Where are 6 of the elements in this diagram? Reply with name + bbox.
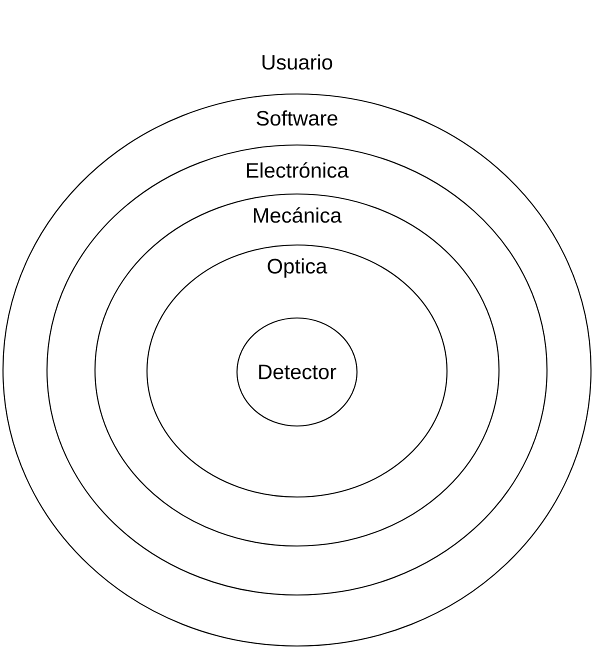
ring-label: Electrónica	[246, 162, 349, 178]
outer-label: Usuario	[262, 54, 332, 70]
ring-label: Detector	[259, 364, 336, 380]
ring-label: Software	[256, 110, 338, 126]
ring-label: Optica	[268, 258, 328, 278]
ring-label: Mecánica	[254, 207, 342, 223]
